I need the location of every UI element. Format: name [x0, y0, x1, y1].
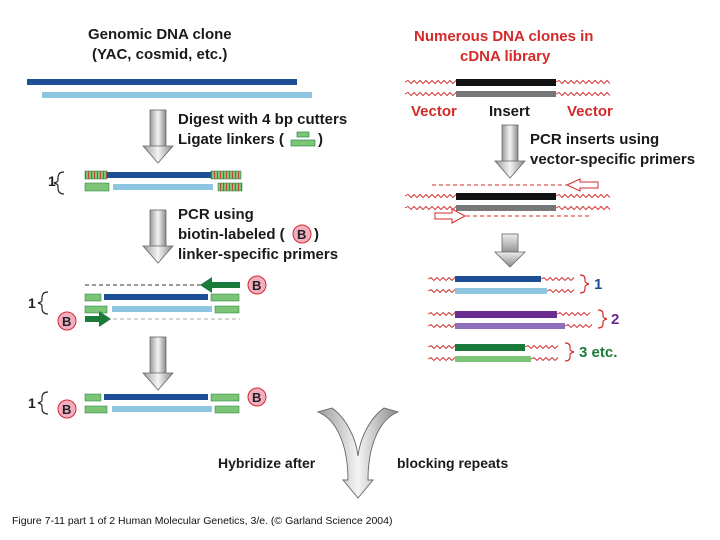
merge-arrow [316, 407, 400, 499]
brace-2 [37, 291, 49, 315]
final-fragment [84, 393, 240, 414]
biotin-marker-final-bottom: B [57, 399, 77, 419]
brace-1 [53, 171, 65, 195]
insert-1 [455, 276, 547, 294]
insert-2 [455, 311, 565, 329]
svg-text:B: B [252, 278, 261, 293]
svg-text:B: B [62, 402, 71, 417]
vector-primers-text: vector-specific primers [530, 151, 695, 168]
vector-pcr [432, 178, 599, 224]
cdna-clone [404, 79, 611, 211]
insert-label-2: 2 [611, 311, 619, 328]
linker-legend-icon [290, 131, 316, 147]
figure-caption: Figure 7-11 part 1 of 2 Human Molecular … [12, 515, 392, 527]
brace-3 [37, 391, 49, 415]
insert-label: Insert [489, 103, 530, 120]
step-biotin-text: biotin-labeled ( [178, 226, 285, 243]
left-title-line2: (YAC, cosmid, etc.) [92, 46, 227, 63]
brace-right-3 [564, 342, 575, 362]
down-arrow-1 [142, 109, 174, 164]
biotin-marker-bottom: B [57, 311, 77, 331]
hybridize-text: Hybridize after [218, 455, 316, 471]
insert-3 [455, 344, 531, 362]
step-biotin-text-end: ) [314, 226, 319, 243]
down-arrow-right-2 [494, 233, 526, 268]
insert-vector-zigzags [427, 276, 593, 362]
down-arrow-3 [142, 336, 174, 391]
down-arrow-right-1 [494, 124, 526, 179]
right-title-line2: cDNA library [460, 48, 551, 65]
right-title-line1: Numerous DNA clones in [414, 28, 593, 45]
label-one-a: 1 [48, 173, 56, 189]
biotin-legend-icon: B [292, 224, 312, 244]
label-one-b: 1 [28, 295, 36, 311]
insert-label-3: 3 etc. [579, 344, 617, 361]
vector-left-label: Vector [411, 103, 457, 120]
genomic-strand-dark [27, 79, 297, 85]
label-one-c: 1 [28, 395, 36, 411]
biotin-marker-final-top: B [247, 387, 267, 407]
biotin-marker-top: B [247, 275, 267, 295]
step-pcr-text: PCR using [178, 206, 254, 223]
step-digest-text: Digest with 4 bp cutters [178, 111, 347, 128]
pcr-inserts-text: PCR inserts using [530, 131, 659, 148]
step-ligate-text: Ligate linkers ( [178, 131, 284, 148]
left-title-line1: Genomic DNA clone [88, 26, 232, 43]
vector-zigzag [404, 79, 611, 211]
brace-right-1 [579, 274, 590, 294]
svg-text:B: B [252, 390, 261, 405]
genomic-strand-light [42, 92, 312, 98]
fragment-1 [84, 170, 243, 192]
blocking-text: blocking repeats [397, 455, 508, 471]
svg-text:B: B [62, 314, 71, 329]
step-ligate-text-end: ) [318, 131, 323, 148]
svg-text:B: B [297, 227, 306, 242]
down-arrow-2 [142, 209, 174, 264]
vector-right-label: Vector [567, 103, 613, 120]
insert-label-1: 1 [594, 276, 602, 293]
brace-right-2 [597, 309, 608, 329]
step-primers-text: linker-specific primers [178, 246, 338, 263]
pcr-fragment [84, 277, 240, 327]
